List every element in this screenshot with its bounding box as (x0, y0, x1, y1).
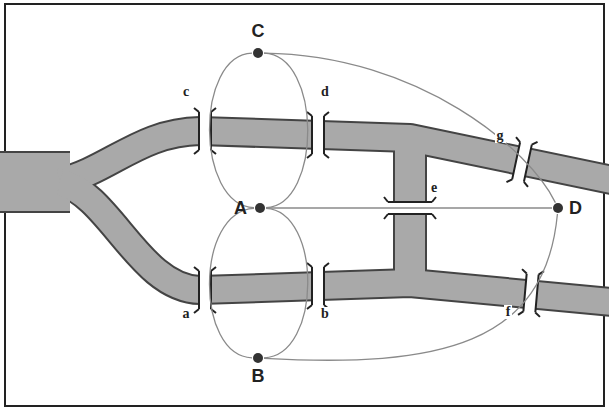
graph-edge (264, 208, 308, 358)
river-banks (0, 131, 609, 302)
graph-vertex: A (255, 203, 265, 213)
bridge-label: d (319, 85, 331, 99)
bridge-label: a (181, 307, 192, 321)
graph-vertex: B (253, 353, 263, 363)
bridges (194, 108, 544, 317)
bridge (307, 112, 329, 158)
bridge-label: f (504, 305, 513, 319)
bridge (194, 108, 216, 154)
bridge-label: b (319, 307, 331, 321)
graph-edge (209, 53, 254, 208)
bridge-label: c (181, 85, 191, 99)
bridge-label: e (429, 181, 439, 195)
graph-edge (264, 214, 557, 360)
vertex-label: C (252, 22, 265, 40)
vertex-label: B (252, 367, 265, 385)
graph-edge (264, 53, 308, 208)
graph-edge (209, 208, 254, 358)
bridge (307, 263, 329, 309)
vertex-label: D (569, 199, 582, 217)
bridge-label: g (495, 129, 506, 143)
graph-vertex: D (553, 203, 563, 213)
vertex-label: A (234, 199, 247, 217)
bridge (506, 137, 537, 187)
bridge (194, 267, 216, 313)
graph-vertex: C (253, 48, 263, 58)
graph-edge (266, 207, 552, 208)
river-water (0, 131, 609, 302)
graph-edge (264, 53, 555, 203)
